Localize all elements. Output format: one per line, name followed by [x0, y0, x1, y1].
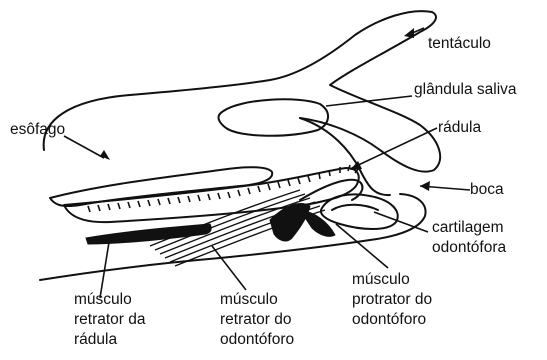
head-outline — [44, 11, 441, 172]
label-tentaculo: tentáculo — [428, 34, 491, 54]
label-radula: rádula — [438, 118, 481, 138]
odontophore-cartilage — [321, 194, 398, 229]
label-esofago: esôfago — [10, 120, 65, 140]
salivary-gland — [219, 99, 329, 135]
label-musculo-retrator-radula: músculo retrator da rádula — [74, 290, 204, 350]
label-glandula-salivar: glândula saliva — [414, 80, 517, 100]
arrow-heads — [100, 28, 430, 191]
pointer-lines — [64, 28, 470, 298]
label-boca: boca — [470, 180, 504, 200]
label-cartilagem-odontofora: cartilagem odontófora — [432, 218, 547, 258]
muscle-masses — [86, 204, 335, 244]
label-musculo-protrator: músculo protrator do odontóforo — [352, 270, 482, 330]
label-musculo-retrator-odontoforo: músculo retrator do odontóforo — [220, 290, 350, 350]
